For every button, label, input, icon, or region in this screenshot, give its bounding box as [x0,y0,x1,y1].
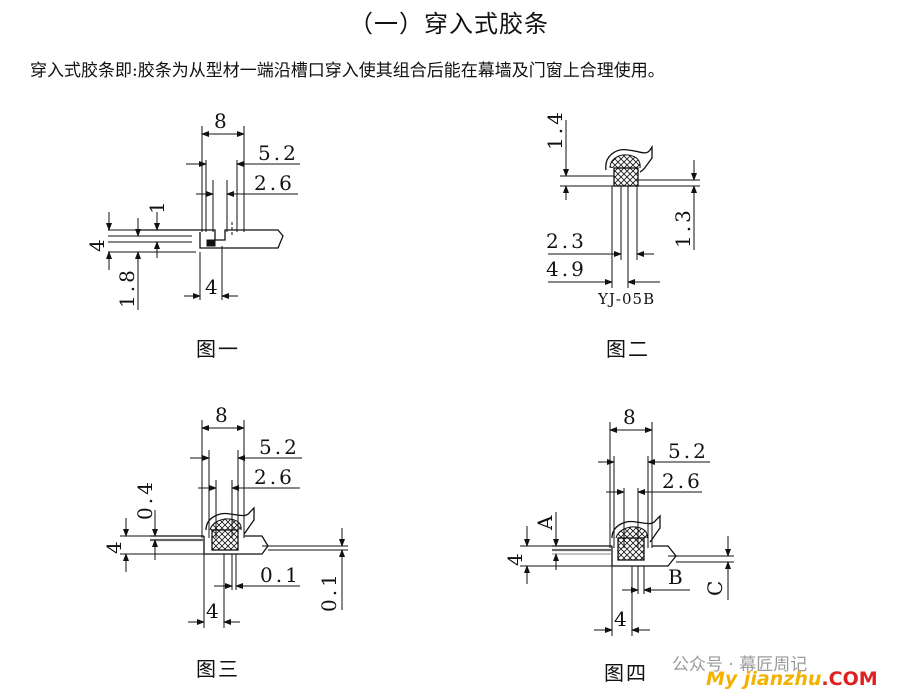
fig3-dim-5-2: 5.2 [259,435,300,459]
figure-3-labels: 8 5.2 2.6 0.4 4 0.1 0.1 4 图三 [102,403,341,681]
fig4-dim-8: 8 [623,405,639,429]
fig4-dim-2-6: 2.6 [662,469,703,493]
figure-2-labels: 1.4 1.3 2.3 4.9 YJ-05B 图二 [543,109,695,361]
page-title: （一）穿入式胶条 [349,10,549,38]
figure-1-labels: 8 5.2 2.6 1 4 1.8 4 图一 [85,109,299,361]
fig2-dim-1-3: 1.3 [671,207,695,248]
fig1-dim-2-6: 2.6 [254,171,295,195]
figure-1 [106,126,300,310]
fig4-caption: 图四 [604,661,648,685]
fig3-dim-0-1-vertical: 0.1 [317,571,341,612]
fig3-caption: 图三 [196,657,240,681]
figure-4-labels: 8 5.2 2.6 A 4 B C 4 图四 [503,405,727,685]
fig3-dim-4-left: 4 [102,538,126,554]
figure-2 [548,120,700,288]
fig4-dim-A: A [533,513,557,531]
fig3-dim-0-1-horizontal: 0.1 [260,563,301,587]
fig3-dim-4-bottom: 4 [206,599,222,623]
figure-3 [120,420,348,628]
figure-4 [520,422,734,636]
fig1-dim-8: 8 [214,109,230,133]
watermark-logo-main: My jianzhu [706,668,822,690]
fig1-dim-5-2: 5.2 [258,141,299,165]
fig1-dim-4-bottom: 4 [205,275,221,299]
fig4-dim-5-2: 5.2 [668,439,709,463]
fig1-caption: 图一 [196,337,240,361]
fig3-dim-8: 8 [215,403,231,427]
fig4-dim-4-bottom: 4 [614,607,630,631]
fig2-dim-1-4: 1.4 [543,109,567,150]
intro-text: 穿入式胶条即:胶条为从型材一端沿槽口穿入使其组合后能在幕墙及门窗上合理使用。 [30,61,665,81]
fig3-dim-0-4: 0.4 [133,479,157,520]
fig4-dim-C: C [703,578,727,596]
fig2-caption: 图二 [606,337,650,361]
fig1-dim-4-left: 4 [85,236,109,252]
watermark-text: 公众号 · 幕匠周记 [672,655,808,675]
fig2-model-label: YJ-05B [597,290,655,308]
fig2-dim-2-3: 2.3 [546,229,587,253]
fig1-dim-1-8: 1.8 [115,267,139,308]
fig1-dim-1: 1 [145,198,169,214]
fig4-dim-4-left: 4 [503,550,527,566]
watermark-logo: My jianzhu.COM [706,668,878,690]
fig3-dim-2-6: 2.6 [254,465,295,489]
fig4-dim-B: B [668,565,686,589]
fig2-dim-4-9: 4.9 [546,257,587,281]
watermark-logo-dot: .COM [821,668,878,690]
